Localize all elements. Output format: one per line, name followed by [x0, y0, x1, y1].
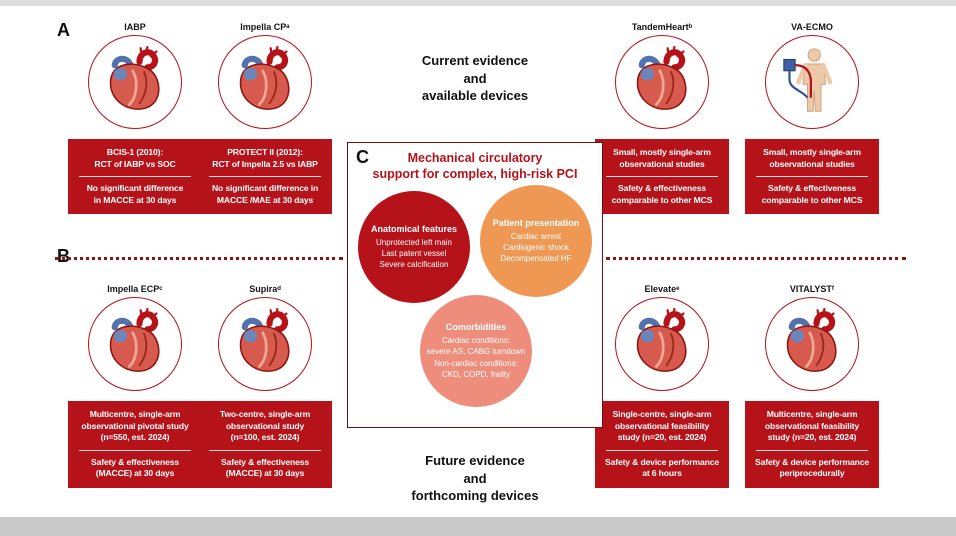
study-text: PROTECT II (2012): RCT of Impella 2.5 vs…: [212, 147, 318, 169]
outcome-text: Safety & device performance at 6 hours: [605, 456, 719, 479]
heart-illustration-icon: [626, 308, 698, 380]
heart-illustration-icon: [776, 308, 848, 380]
evidence-box: BCIS-1 (2010): RCT of IABP vs SOC No sig…: [68, 139, 202, 215]
circle-anatomical-features: Anatomical features Unprotected left mai…: [358, 191, 470, 303]
circle-lines: Cardiac arrest Cardiogenic shock Decompe…: [500, 231, 572, 264]
body-circuit-illustration-icon: [776, 46, 848, 118]
bottom-letterbox-strip: [0, 517, 956, 536]
top-letterbox-strip: [0, 0, 956, 6]
outcome-text: Safety & effectiveness (MACCE) at 30 day…: [91, 456, 179, 479]
divider: [79, 176, 191, 178]
evidence-box: PROTECT II (2012): RCT of Impella 2.5 vs…: [198, 139, 332, 215]
divider: [756, 176, 868, 178]
study-text: Small, mostly single-arm observational s…: [763, 147, 861, 169]
heart-illustration-icon: [99, 308, 171, 380]
dotted-divider-right: [606, 257, 906, 260]
caption-future-evidence: Future evidence and forthcoming devices: [411, 453, 539, 504]
device-card-supira: Supiraᵈ Two-centre, single-arm observati…: [198, 284, 332, 488]
evidence-box: Multicentre, single-arm observational fe…: [745, 401, 879, 488]
device-card-vitalyst: VITALYSTᶠ Multicentre, single-arm observ…: [745, 284, 879, 488]
device-card-elevate: Elevateᵉ Single-centre, single-arm obser…: [595, 284, 729, 488]
device-card-impella-cp: Impella CPᵃ PROTECT II (2012): RCT of Im…: [198, 22, 332, 215]
device-card-va-ecmo: VA-ECMO Small, mostly single-arm observa…: [745, 22, 879, 215]
panel-c-label: C: [356, 147, 369, 167]
circle-comorbidities: Comorbidities Cardiac conditions: severe…: [420, 295, 532, 407]
study-text: BCIS-1 (2010): RCT of IABP vs SOC: [94, 147, 176, 169]
circle-title: Anatomical features: [370, 223, 458, 234]
divider: [606, 176, 718, 178]
circle-title: Patient presentation: [492, 217, 580, 228]
heart-illustration-icon: [99, 46, 171, 118]
divider: [606, 449, 718, 451]
device-label: TandemHeartᵇ: [631, 22, 693, 32]
outcome-text: No significant difference in MACCE /MAE …: [211, 183, 319, 205]
study-text: Single-centre, single-arm observational …: [612, 409, 712, 443]
panel-b-label: B: [57, 246, 70, 266]
circle-patient-presentation: Patient presentation Cardiac arrest Card…: [480, 185, 592, 297]
device-card-impella-ecp: Impella ECPᶜ Multicentre, single-arm obs…: [68, 284, 202, 488]
evidence-box: Small, mostly single-arm observational s…: [745, 139, 879, 215]
device-image-supira: [218, 297, 312, 391]
study-text: Two-centre, single-arm observational stu…: [219, 409, 311, 443]
evidence-box: Multicentre, single-arm observational pi…: [68, 401, 202, 488]
device-image-va-ecmo: [765, 35, 859, 129]
outcome-text: Safety & effectiveness comparable to oth…: [761, 183, 863, 205]
device-card-iabp: IABP BCIS-1 (2010): RCT of IABP vs SOC N…: [68, 22, 202, 215]
device-label: VA-ECMO: [791, 22, 833, 32]
divider: [756, 449, 868, 451]
divider: [209, 449, 321, 451]
evidence-box: Two-centre, single-arm observational stu…: [198, 401, 332, 488]
outcome-text: Safety & effectiveness comparable to oth…: [611, 183, 713, 205]
heart-illustration-icon: [229, 46, 301, 118]
divider: [209, 176, 321, 178]
device-label: Impella ECPᶜ: [107, 284, 163, 294]
evidence-box: Small, mostly single-arm observational s…: [595, 139, 729, 215]
study-text: Small, mostly single-arm observational s…: [613, 147, 711, 169]
caption-current-evidence: Current evidence and available devices: [421, 53, 529, 104]
device-image-impella-cp: [218, 35, 312, 129]
evidence-box: Single-centre, single-arm observational …: [595, 401, 729, 488]
divider: [79, 449, 191, 451]
device-image-tandemheart: [615, 35, 709, 129]
circle-lines: Unprotected left main Last patent vessel…: [375, 237, 453, 270]
device-image-iabp: [88, 35, 182, 129]
circle-title: Comorbidities: [445, 322, 507, 333]
circle-lines: Cardiac conditions: severe AS, CABG turn…: [426, 336, 526, 379]
outcome-text: Safety & device performance periprocedur…: [755, 456, 869, 479]
device-label: Impella CPᵃ: [240, 22, 290, 32]
panel-a-label: A: [57, 20, 70, 40]
panel-c-box: C Mechanical circulatory support for com…: [347, 142, 603, 428]
outcome-text: Safety & effectiveness (MACCE) at 30 day…: [221, 456, 309, 479]
device-image-vitalyst: [765, 297, 859, 391]
device-label: VITALYSTᶠ: [789, 284, 835, 294]
study-text: Multicentre, single-arm observational pi…: [81, 409, 189, 443]
device-label: Supiraᵈ: [249, 284, 281, 294]
device-image-impella-ecp: [88, 297, 182, 391]
device-label: Elevateᵉ: [644, 284, 680, 294]
study-text: Multicentre, single-arm observational fe…: [764, 409, 860, 443]
heart-illustration-icon: [229, 308, 301, 380]
device-label: IABP: [124, 22, 146, 32]
outcome-text: No significant difference in MACCE at 30…: [86, 183, 184, 205]
device-card-tandemheart: TandemHeartᵇ Small, mostly single-arm ob…: [595, 22, 729, 215]
panel-c-title: Mechanical circulatory support for compl…: [372, 151, 578, 181]
dotted-divider-left: [55, 257, 343, 260]
heart-illustration-icon: [626, 46, 698, 118]
device-image-elevate: [615, 297, 709, 391]
